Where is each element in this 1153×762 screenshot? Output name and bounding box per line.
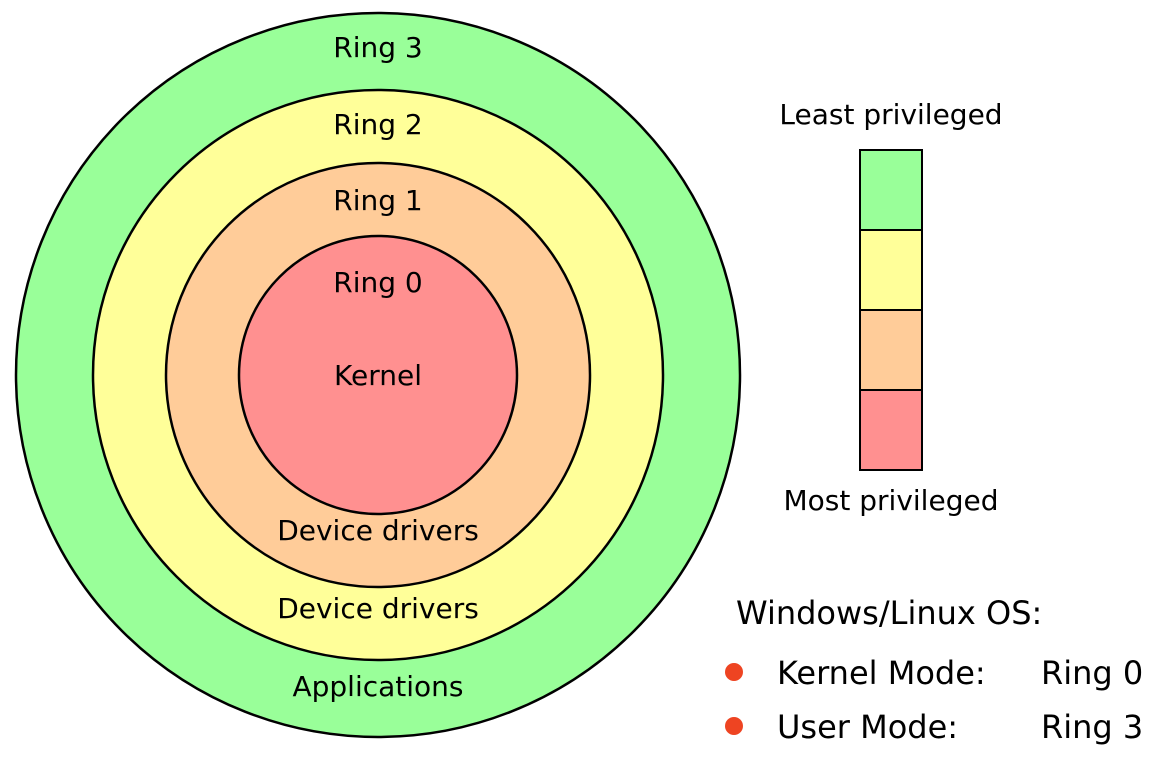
most-privileged-label: Most privileged bbox=[784, 484, 999, 517]
ring-3-content: Applications bbox=[292, 670, 463, 703]
ring-3-label: Ring 3 bbox=[333, 31, 422, 64]
ring-1-label: Ring 1 bbox=[333, 184, 422, 217]
ring-0-circle bbox=[237, 234, 519, 516]
kernel-mode-label: Kernel Mode: bbox=[777, 654, 986, 692]
scale-segment-ring-0 bbox=[859, 389, 923, 471]
bullet-icon bbox=[725, 717, 743, 735]
least-privileged-label: Least privileged bbox=[779, 98, 1002, 131]
ring-0-content: Kernel bbox=[334, 359, 422, 392]
user-mode-ring: Ring 3 bbox=[1041, 708, 1144, 746]
os-info-title: Windows/Linux OS: bbox=[736, 594, 1043, 632]
scale-segment-ring-3 bbox=[859, 149, 923, 231]
ring-0-label: Ring 0 bbox=[333, 266, 422, 299]
scale-segment-ring-1 bbox=[859, 309, 923, 391]
kernel-mode-ring: Ring 0 bbox=[1041, 654, 1144, 692]
user-mode-label: User Mode: bbox=[777, 708, 959, 746]
ring-2-label: Ring 2 bbox=[333, 108, 422, 141]
scale-segment-ring-2 bbox=[859, 229, 923, 311]
ring-1-content: Device drivers bbox=[277, 514, 479, 547]
bullet-icon bbox=[725, 663, 743, 681]
privilege-scale-bar bbox=[859, 149, 923, 471]
ring-2-content: Device drivers bbox=[277, 592, 479, 625]
